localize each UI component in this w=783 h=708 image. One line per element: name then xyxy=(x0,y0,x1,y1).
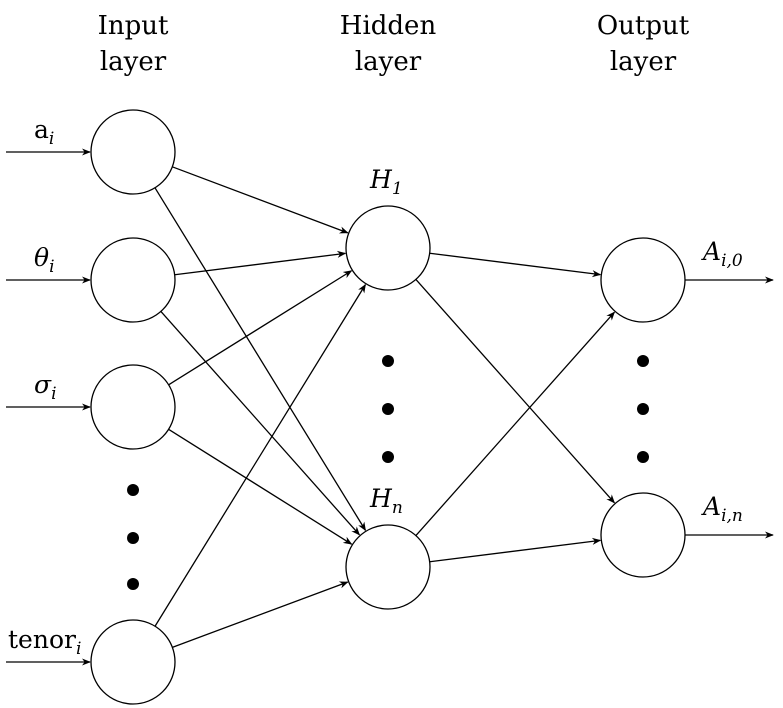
edge-hn-to-on xyxy=(429,537,602,563)
node-o0 xyxy=(600,237,686,323)
input-ellipsis-dot-3 xyxy=(127,578,139,590)
input-layer-subtitle: layer xyxy=(100,47,167,77)
edge-in_sigma-to-hn xyxy=(168,428,353,545)
input-label-in_theta: θi xyxy=(34,243,55,277)
edge-in_sigma-to-h1 xyxy=(168,270,353,386)
hidden-ellipsis-dot-3 xyxy=(382,451,394,463)
input-label-in_tenor: tenori xyxy=(8,625,81,659)
edge-in_tenor-to-h1 xyxy=(154,283,367,627)
node-in_theta xyxy=(90,237,176,323)
input-label-in_a: ai xyxy=(34,115,54,149)
output-label-o0: Ai,0 xyxy=(701,237,743,271)
node-hn xyxy=(345,524,431,610)
edge-in_theta-to-h1 xyxy=(174,250,347,276)
input-layer-title: Input xyxy=(98,11,169,41)
node-h1 xyxy=(345,205,431,291)
edge-in_tenor-to-hn xyxy=(172,581,349,648)
node-in_sigma xyxy=(90,364,176,450)
nodes xyxy=(90,109,686,705)
hidden-layer-subtitle: layer xyxy=(355,47,422,77)
output-ellipsis-dot-3 xyxy=(637,451,649,463)
output-layer-subtitle: layer xyxy=(610,47,677,77)
output-layer-title: Output xyxy=(597,11,690,41)
input-label-in_sigma: σi xyxy=(34,370,57,404)
input-ellipsis-dot-1 xyxy=(127,484,139,496)
edge-in_a-to-h1 xyxy=(172,166,349,234)
node-in_a xyxy=(90,109,176,195)
hidden-layer-title: Hidden xyxy=(340,11,437,41)
output-label-on: Ai,n xyxy=(701,492,743,526)
edge-h1-to-o0 xyxy=(429,252,602,278)
hidden-label-hn: Hn xyxy=(369,484,403,518)
hidden-label-h1: H1 xyxy=(369,165,403,199)
node-on xyxy=(600,492,686,578)
input-ellipsis-dot-2 xyxy=(127,532,139,544)
hidden-ellipsis-dot-2 xyxy=(382,403,394,415)
edge-h1-to-on xyxy=(415,278,616,504)
edge-in_theta-to-hn xyxy=(160,310,361,536)
output-ellipsis-dot-1 xyxy=(637,355,649,367)
connections xyxy=(6,148,774,666)
node-in_tenor xyxy=(90,619,176,705)
edge-in_a-to-hn xyxy=(154,187,367,532)
output-ellipsis-dot-2 xyxy=(637,403,649,415)
hidden-ellipsis-dot-1 xyxy=(382,355,394,367)
edge-hn-to-o0 xyxy=(415,311,616,537)
ellipsis-dots xyxy=(127,355,649,590)
